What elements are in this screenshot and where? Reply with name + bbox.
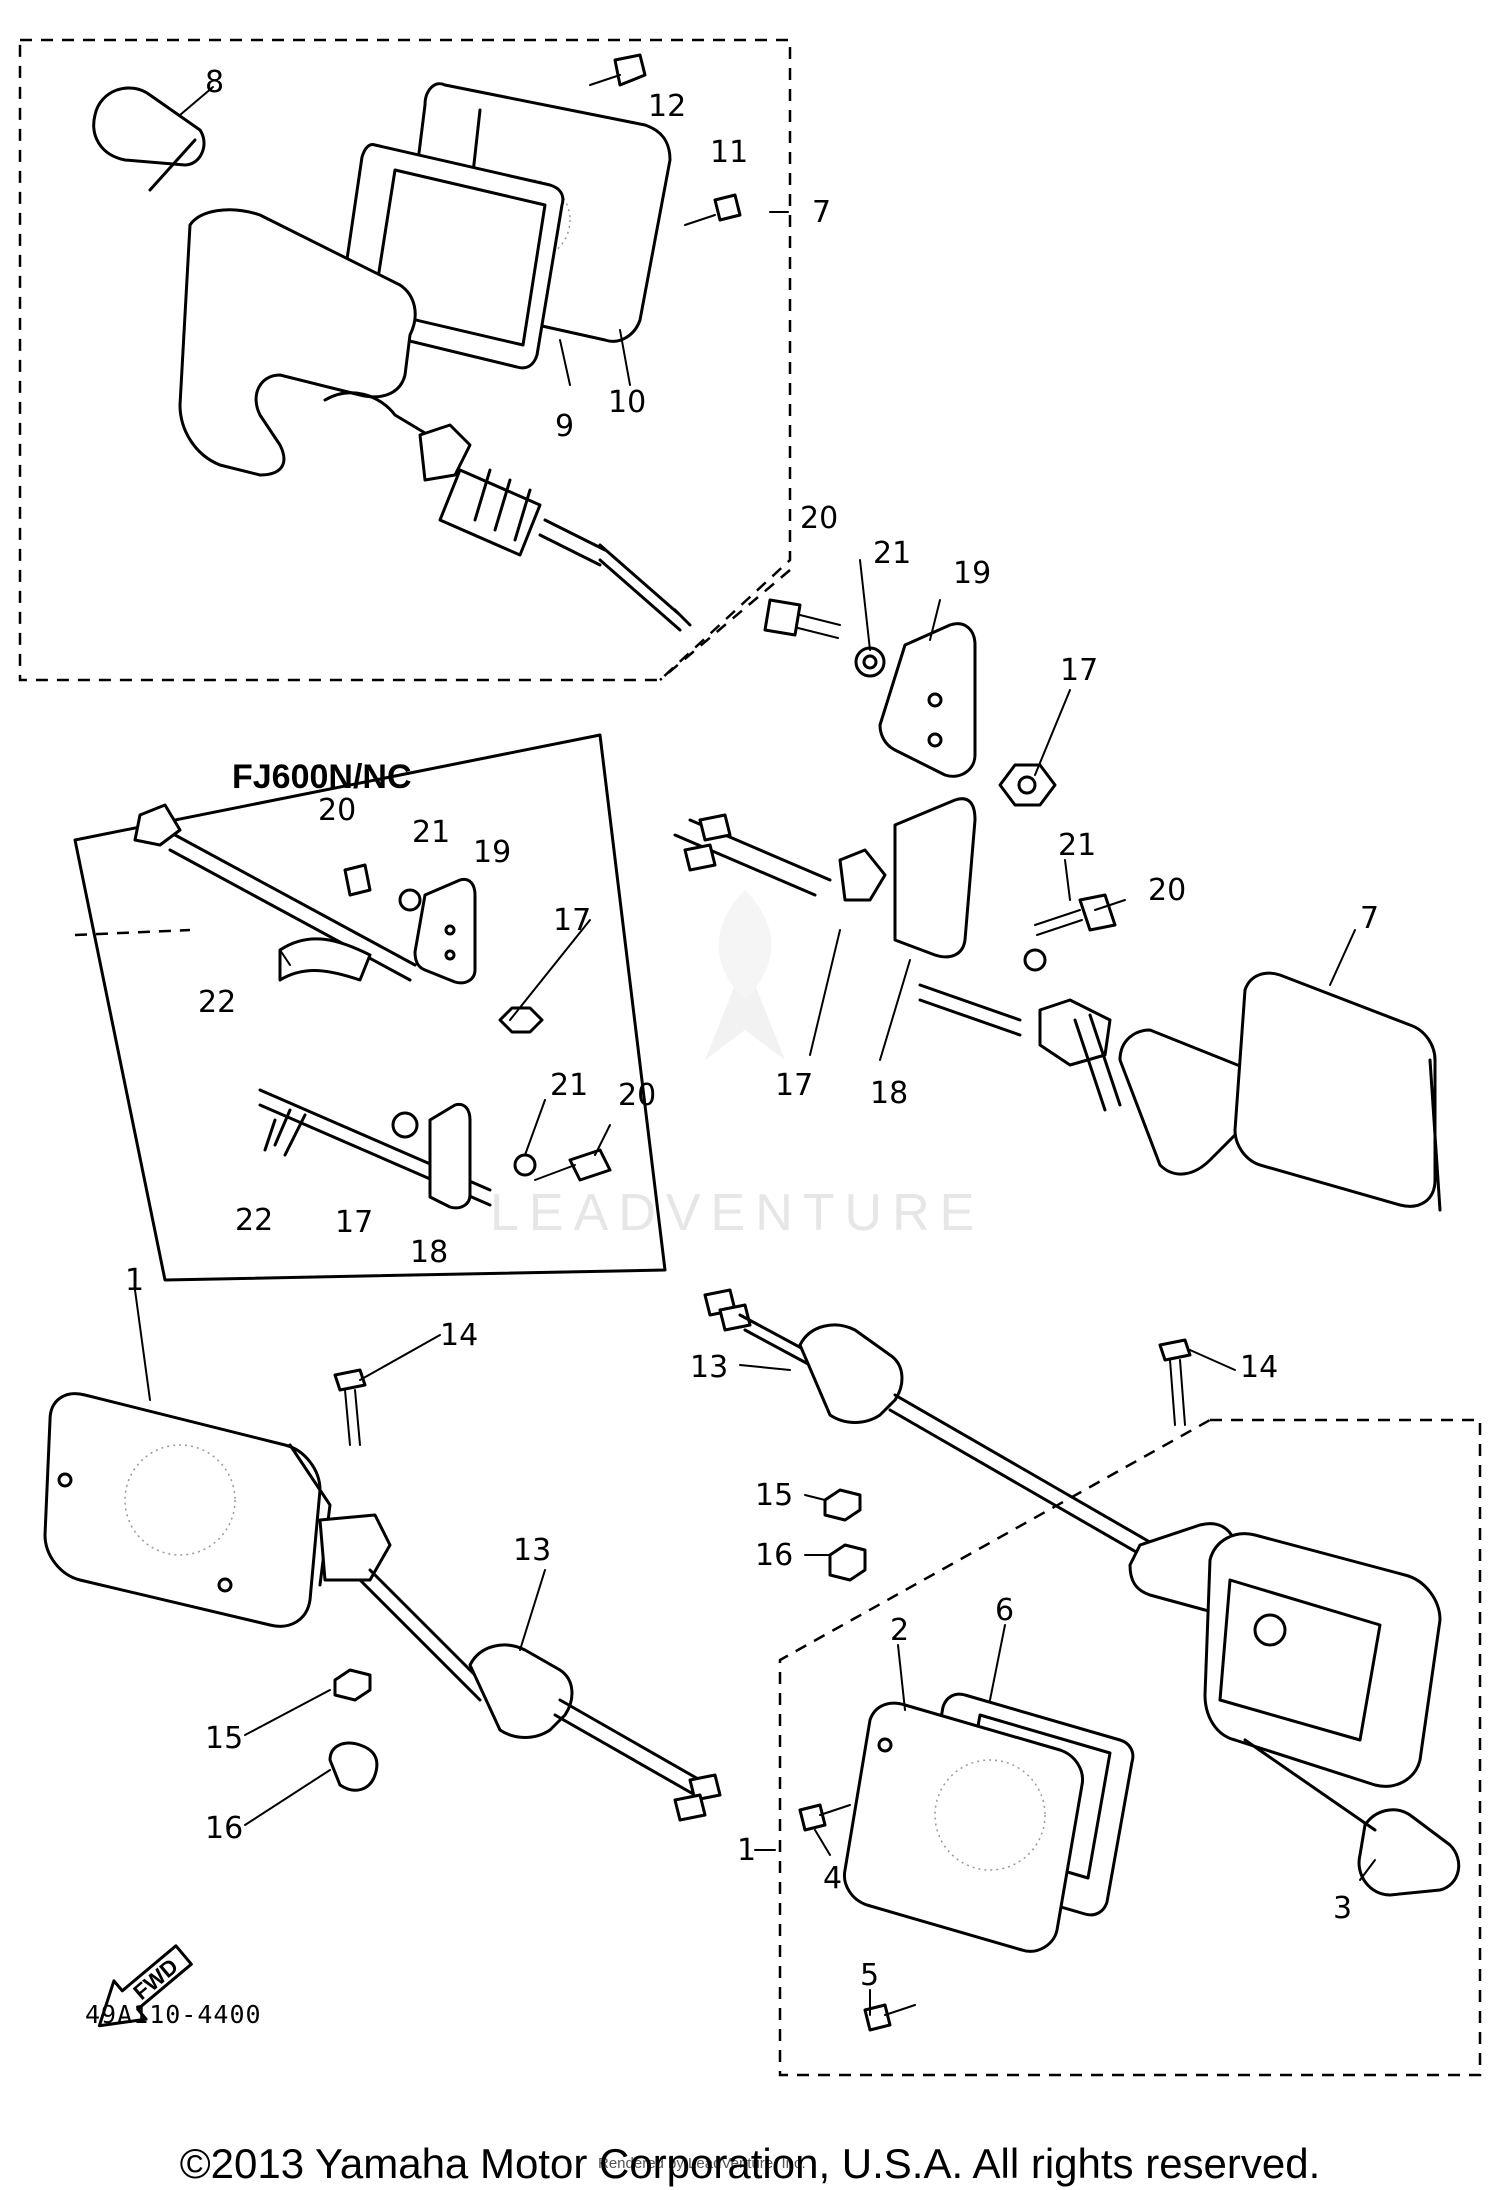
callout-labels: 8 12 11 7 9 10 20 21 19 17 20 21 19 17 2… <box>125 65 1379 1993</box>
assembly-box-upper <box>18 38 792 682</box>
callout-21-inset-a: 21 <box>412 815 450 850</box>
callout-19-inset: 19 <box>473 835 511 870</box>
callout-22-inset-a: 22 <box>198 985 236 1020</box>
callout-2: 2 <box>890 1613 909 1648</box>
callout-5: 5 <box>860 1958 879 1993</box>
callout-13-left: 13 <box>513 1533 551 1568</box>
callout-16-left: 16 <box>205 1811 243 1846</box>
part-code: 49A110-4400 <box>85 2000 262 2029</box>
callout-20-inset-a: 20 <box>318 793 356 828</box>
callout-18-right: 18 <box>870 1076 908 1111</box>
callout-17-right: 17 <box>775 1068 813 1103</box>
callout-15-left: 15 <box>205 1721 243 1756</box>
model-label: FJ600N/NC <box>232 758 412 796</box>
callout-7-upper: 7 <box>812 195 831 230</box>
inset-leader <box>74 928 191 937</box>
right-rear-flasher-assembly <box>703 1288 1461 2032</box>
callout-22-inset-b: 22 <box>235 1203 273 1238</box>
callout-1-left: 1 <box>125 1263 144 1298</box>
callout-14-right: 14 <box>1240 1350 1278 1385</box>
credit-text: Rendered by LeadVenture, Inc. <box>598 2155 806 2172</box>
callout-18-inset: 18 <box>410 1235 448 1270</box>
inset-frame <box>73 733 667 1282</box>
callout-12: 12 <box>648 89 686 124</box>
callout-17-inset-b: 17 <box>335 1205 373 1240</box>
callout-20-inset-b: 20 <box>618 1078 656 1113</box>
callout-4: 4 <box>823 1861 842 1896</box>
callout-21-right: 21 <box>1058 828 1096 863</box>
watermark-logo <box>705 890 785 1060</box>
copyright-notice: ©2013 Yamaha Motor Corporation, U.S.A. A… <box>179 2140 1321 2187</box>
callout-7-right: 7 <box>1360 901 1379 936</box>
callout-3: 3 <box>1333 1891 1352 1926</box>
callout-15-right: 15 <box>755 1478 793 1513</box>
callout-20-right: 20 <box>1148 873 1186 908</box>
inset-parts <box>133 803 612 1210</box>
callout-14-left: 14 <box>440 1318 478 1353</box>
callout-13-right: 13 <box>690 1350 728 1385</box>
callout-21-inset-b: 21 <box>550 1068 588 1103</box>
callout-17-upper: 17 <box>1060 653 1098 688</box>
callout-8: 8 <box>205 65 224 100</box>
watermark-text: LEADVENTURE <box>490 1184 984 1242</box>
upper-mount-hardware <box>763 598 1057 807</box>
assembly-box-lower <box>778 1418 1482 2077</box>
callout-6: 6 <box>995 1593 1014 1628</box>
left-flasher-assembly <box>43 1368 722 1822</box>
callout-11: 11 <box>710 135 748 170</box>
callout-10: 10 <box>608 385 646 420</box>
leader-lines <box>134 86 1376 2016</box>
leader-upper-dash <box>659 569 791 681</box>
callout-1-right: 1 <box>737 1833 756 1868</box>
right-flasher-assembly <box>673 797 1442 1212</box>
callout-17-inset-a: 17 <box>553 903 591 938</box>
callout-16-right: 16 <box>755 1538 793 1573</box>
callout-9: 9 <box>555 409 574 444</box>
upper-flasher-assembly <box>92 53 742 632</box>
callout-19-upper: 19 <box>953 556 991 591</box>
callout-20-upper: 20 <box>800 501 838 536</box>
callout-21-upper: 21 <box>873 536 911 571</box>
